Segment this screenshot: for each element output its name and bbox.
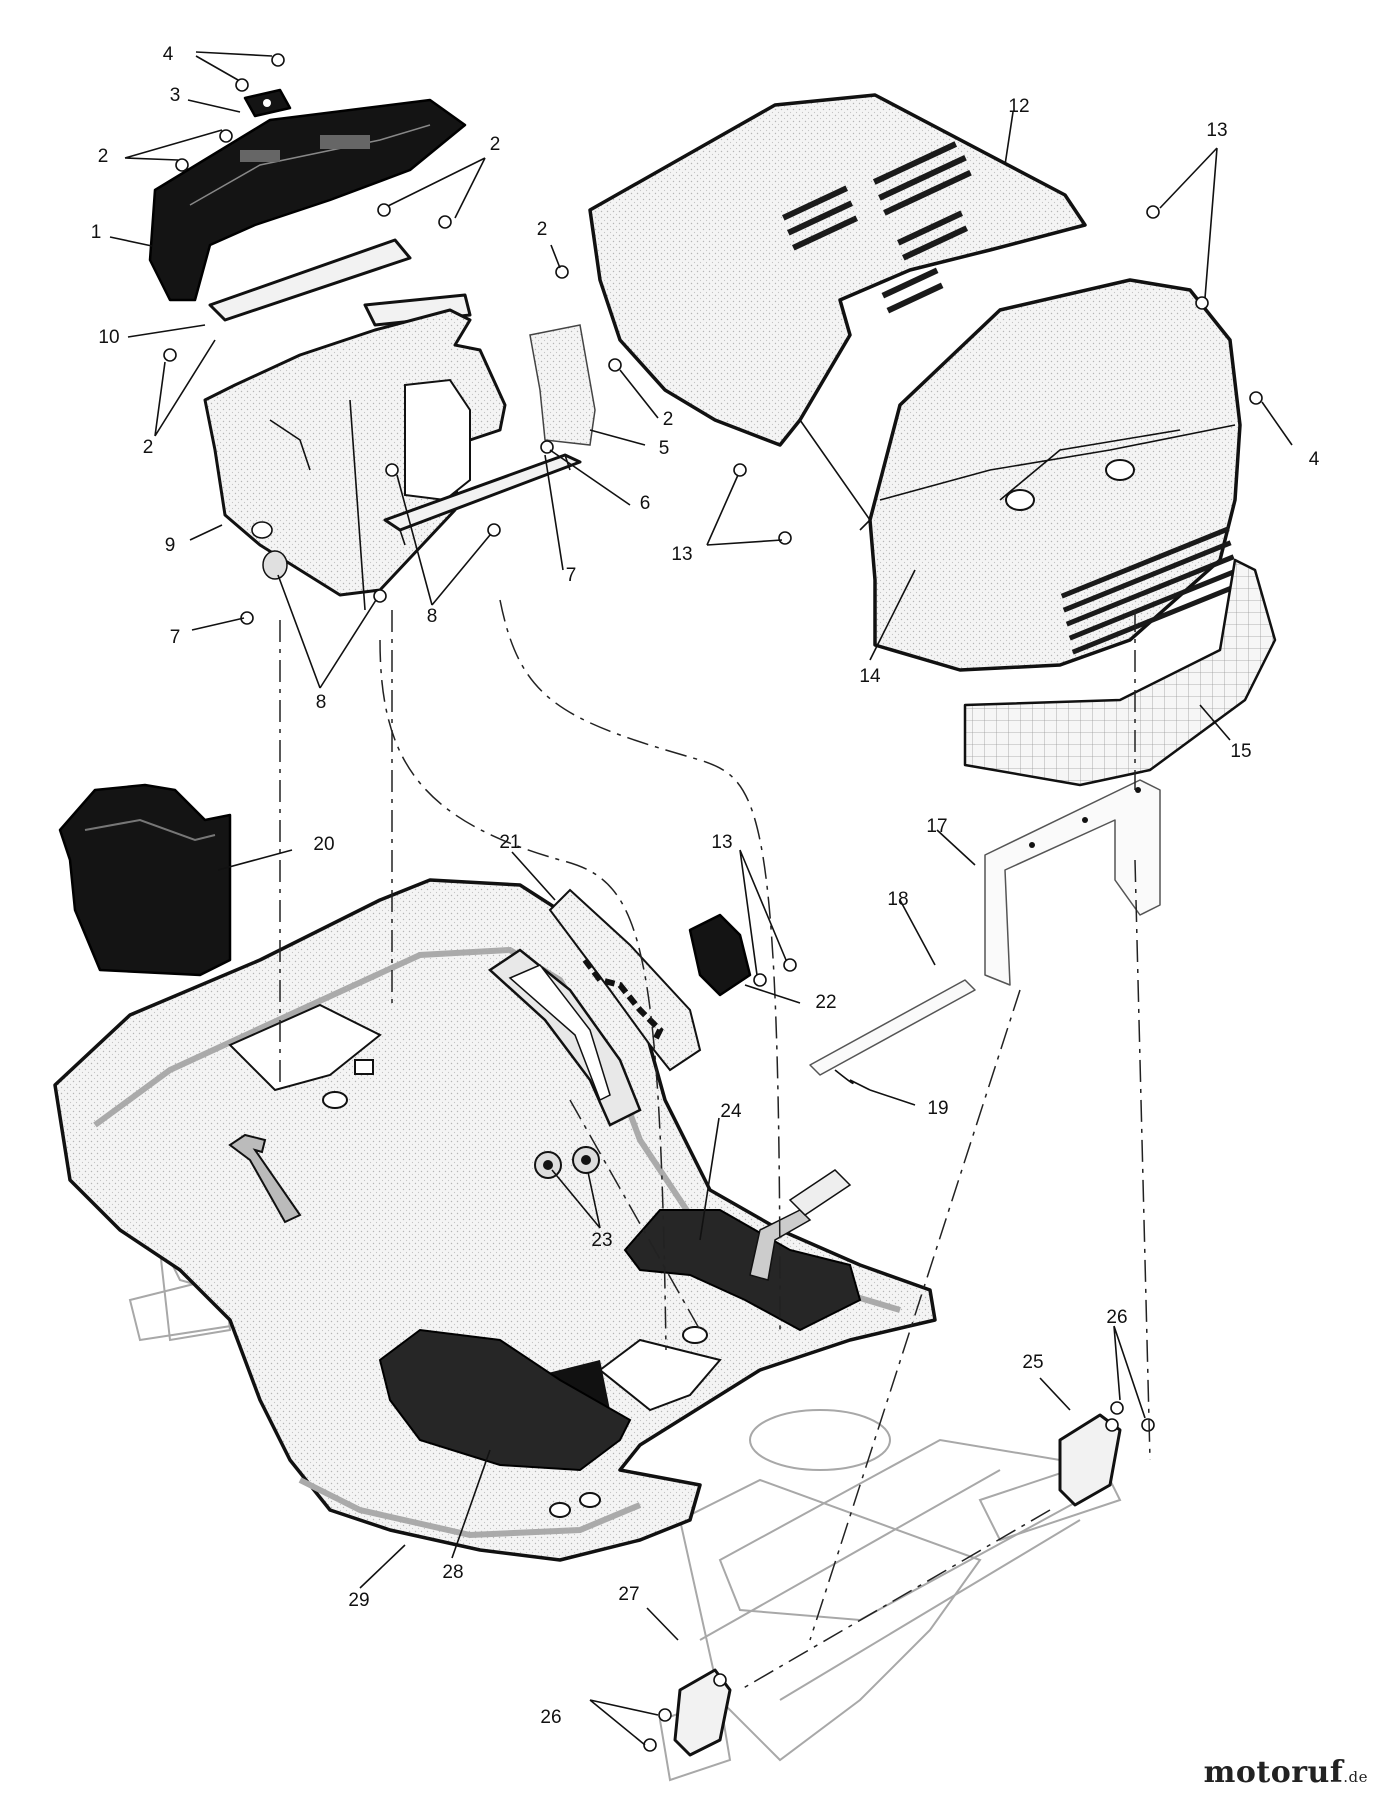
screw-icon (438, 215, 452, 229)
watermark-tld: .de (1343, 1768, 1368, 1786)
screw-icon (271, 53, 285, 67)
callout-4: 4 (163, 44, 174, 65)
callout-13: 13 (1206, 120, 1227, 141)
callout-13: 13 (711, 832, 732, 853)
callout-8: 8 (316, 692, 327, 713)
screw-icon (643, 1738, 657, 1752)
callout-26: 26 (1106, 1307, 1127, 1328)
dash-panel-main (203, 308, 507, 611)
callout-23: 23 (591, 1230, 612, 1251)
callout-15: 15 (1230, 741, 1251, 762)
watermark-logo: motoruf.de (1204, 1755, 1368, 1790)
callout-10: 10 (98, 327, 119, 348)
foot-mat-left (378, 1328, 632, 1472)
callout-2: 2 (490, 134, 501, 155)
callout-25: 25 (1022, 1352, 1043, 1373)
callout-29: 29 (348, 1590, 369, 1611)
screw-icon (1146, 205, 1160, 219)
screw-icon (1110, 1401, 1124, 1415)
key-plate (243, 88, 292, 118)
callout-24: 24 (720, 1101, 742, 1122)
shift-lever (749, 1169, 852, 1281)
callout-28: 28 (442, 1562, 463, 1583)
battery-box (58, 783, 232, 977)
callout-21: 21 (499, 832, 520, 853)
callout-20: 20 (313, 834, 334, 855)
callout-2: 2 (537, 219, 548, 240)
lever-guide (688, 913, 752, 997)
callout-2: 2 (143, 437, 154, 458)
dash-panel-top (148, 98, 467, 302)
screw-icon (1141, 1418, 1155, 1432)
screw-icon (733, 463, 747, 477)
front-bumper (963, 558, 1277, 787)
hood-rear-vents (782, 141, 972, 314)
hood-rear-shroud (588, 93, 1087, 531)
callout-1: 1 (91, 222, 102, 243)
screw-icon (1249, 391, 1263, 405)
screw-icon (373, 589, 387, 603)
hood-bracket (984, 779, 1161, 986)
callout-2: 2 (663, 409, 674, 430)
screw-icon (608, 358, 622, 372)
lever-slot-frame (487, 948, 642, 1127)
watermark-name: motoruf (1203, 1755, 1344, 1790)
callout-8: 8 (427, 606, 438, 627)
callout-6: 6 (640, 493, 651, 514)
screw-icon (778, 531, 792, 545)
screw-icon (163, 348, 177, 362)
gauge-bushings (534, 1146, 600, 1179)
screw-icons (163, 53, 1263, 1752)
screw-icon (753, 973, 767, 987)
callout-9: 9 (165, 535, 176, 556)
pivot-rod (809, 979, 976, 1091)
access-cover (529, 324, 596, 446)
callout-12: 12 (1008, 96, 1029, 117)
callout-26: 26 (540, 1707, 561, 1728)
hinge-bracket-right (1058, 1413, 1122, 1507)
screw-icon (385, 463, 399, 477)
callout-3: 3 (170, 85, 181, 106)
callout-14: 14 (859, 666, 881, 687)
shift-plate (548, 888, 702, 1072)
callout-22: 22 (815, 992, 836, 1013)
screw-icon (487, 523, 501, 537)
foot-mat-right (623, 1209, 862, 1332)
screw-icon (219, 129, 233, 143)
screw-icon (658, 1708, 672, 1722)
hood-front-grille (1060, 526, 1241, 655)
callout-18: 18 (887, 889, 908, 910)
callout-5: 5 (659, 438, 670, 459)
callout-4: 4 (1309, 449, 1320, 470)
screw-icon (1195, 296, 1209, 310)
hood-front (868, 278, 1242, 672)
leader-lines (109, 51, 1293, 1746)
callout-7: 7 (566, 565, 577, 586)
callouts: 4 3 2 2 1 2 10 2 2 5 6 7 8 9 7 8 12 13 4… (91, 44, 1320, 1728)
bracket-plates (208, 238, 472, 327)
screw-icon (783, 958, 797, 972)
callout-13: 13 (671, 544, 692, 565)
callout-27: 27 (618, 1584, 639, 1605)
hinge-bracket-left (673, 1668, 732, 1757)
screw-icon (555, 265, 569, 279)
callout-2: 2 (98, 146, 109, 167)
callout-7: 7 (170, 627, 181, 648)
screw-icon (235, 78, 249, 92)
screw-icon (377, 203, 391, 217)
callout-17: 17 (926, 816, 947, 837)
screw-icon (175, 158, 189, 172)
callout-19: 19 (927, 1098, 948, 1119)
